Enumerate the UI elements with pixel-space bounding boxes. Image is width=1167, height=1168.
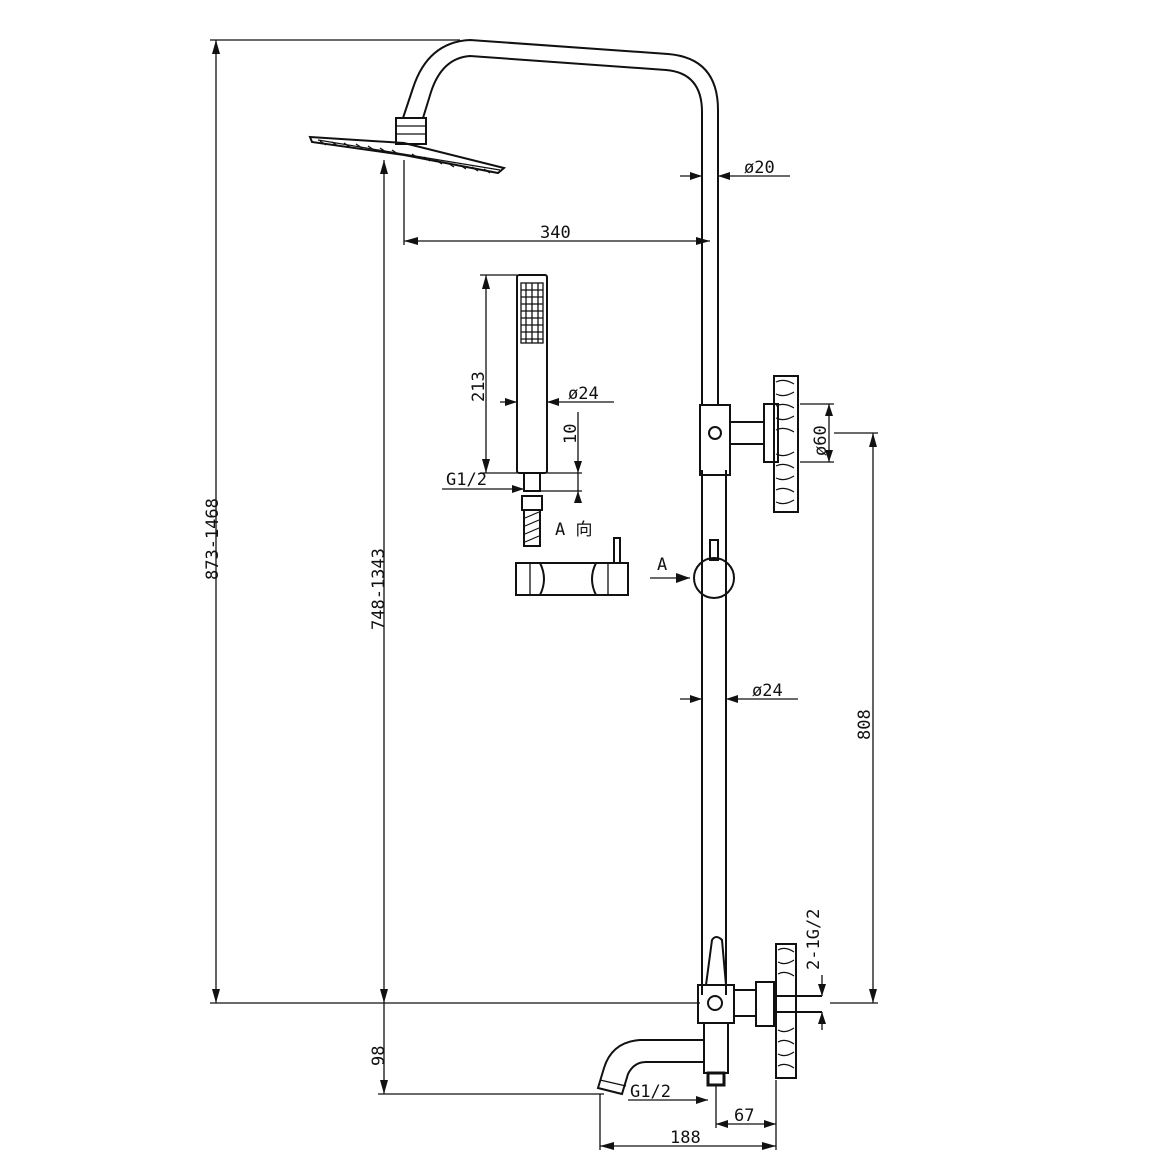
dimension-upper-pipe-dia: ø20 xyxy=(680,158,790,180)
spout-drop-label: 98 xyxy=(369,1046,389,1066)
handheld-length-label: 213 xyxy=(469,371,489,402)
rain-shower-head xyxy=(308,117,507,175)
dimension-handheld-tip: 10 xyxy=(540,412,582,503)
handheld-dia-label: ø24 xyxy=(568,384,599,404)
view-a-label: A 向 xyxy=(555,520,592,540)
dimension-lower-pipe-dia: ø24 xyxy=(680,681,798,703)
dimension-inlet-thread: 2-1G/2 xyxy=(804,909,826,1030)
tub-spout xyxy=(596,1039,704,1096)
arm-reach-label: 340 xyxy=(540,223,571,243)
lower-pipe-dia-label: ø24 xyxy=(752,681,783,701)
riser-pipe xyxy=(701,470,727,995)
dimension-valve-offset: 67 xyxy=(715,1080,777,1150)
dimension-arm-reach: 340 xyxy=(403,160,710,245)
view-arrow-a: A xyxy=(650,555,690,583)
slider-view-a: A 向 xyxy=(515,520,629,596)
upper-wall-bracket xyxy=(699,375,799,513)
bracket-spacing-label: 808 xyxy=(855,709,875,740)
spout-thread-label: G1/2 xyxy=(630,1082,671,1102)
wall-flange-dia-label: ø60 xyxy=(811,425,831,456)
shower-arm xyxy=(402,38,719,405)
upper-pipe-dia-label: ø20 xyxy=(744,158,775,178)
spout-reach-label: 188 xyxy=(670,1128,701,1148)
valve-offset-label: 67 xyxy=(734,1106,754,1126)
handheld-thread-label: G1/2 xyxy=(446,470,487,490)
dimension-bracket-spacing: 808 xyxy=(830,432,878,1004)
handheld-tip-label: 10 xyxy=(561,424,581,444)
riser-slider xyxy=(693,539,735,599)
dimension-total-height: 873-1468 xyxy=(203,39,700,1004)
dimension-handheld-length: 213 xyxy=(469,274,517,474)
dimension-handheld-thread: G1/2 xyxy=(442,470,524,493)
dimension-spout-reach: 188 xyxy=(599,1094,776,1150)
inlet-thread-label: 2-1G/2 xyxy=(804,909,824,970)
head-height-label: 748-1343 xyxy=(369,548,389,630)
total-height-label: 873-1468 xyxy=(203,498,223,580)
arrow-a-label: A xyxy=(657,555,667,575)
dimension-spout-drop: 98 xyxy=(369,1003,604,1095)
dimension-wall-flange-dia: ø60 xyxy=(800,403,834,463)
mixer-valve xyxy=(697,936,822,1087)
dimension-handheld-dia: ø24 xyxy=(500,384,614,406)
dimension-head-height: 748-1343 xyxy=(369,160,389,1003)
dimension-spout-thread: G1/2 xyxy=(628,1082,708,1104)
handheld-shower xyxy=(516,274,548,547)
